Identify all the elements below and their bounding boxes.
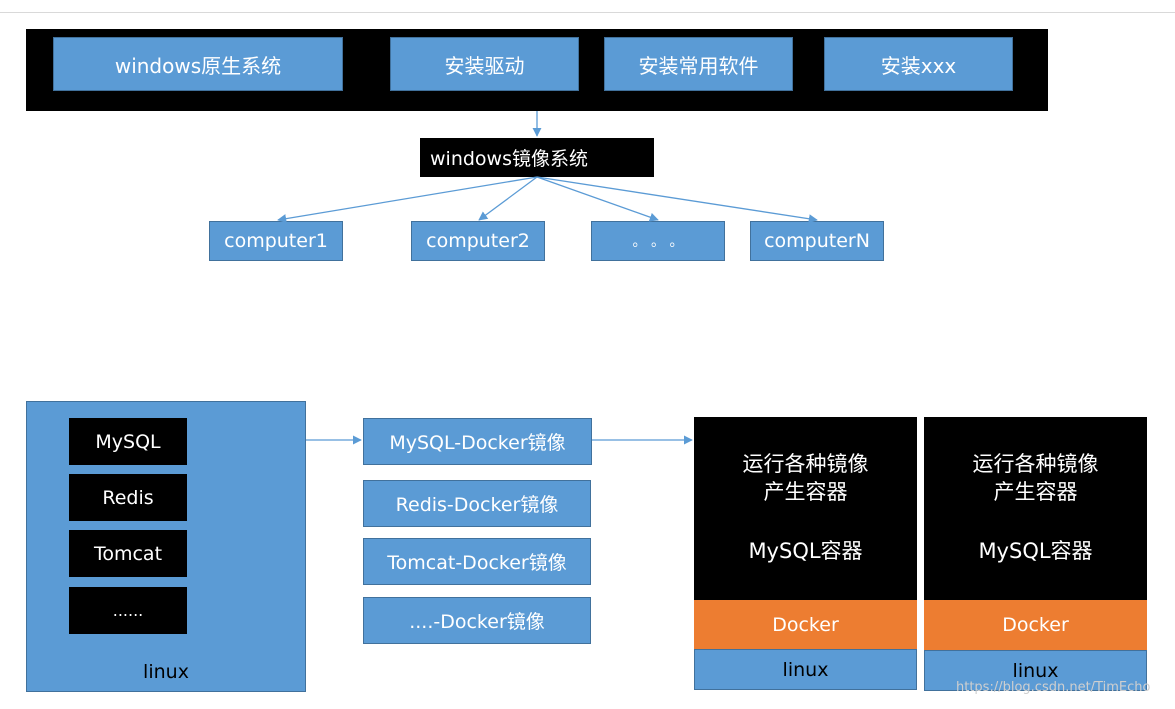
image-more-docker: ....-Docker镜像	[363, 597, 591, 644]
host2-linux-layer: linux	[924, 650, 1147, 691]
image-mysql-docker-label: MySQL-Docker镜像	[389, 432, 566, 454]
host1-linux-label: linux	[782, 658, 829, 681]
app-tomcat-label: Tomcat	[93, 542, 163, 565]
host2-container-label: MySQL容器	[978, 539, 1093, 563]
arrow-image-to-ellipsis	[536, 176, 659, 222]
arrow-image-to-computern	[536, 176, 818, 224]
computer-box-1: computer1	[209, 221, 343, 261]
host2-container-area	[924, 417, 1147, 600]
box-install-xxx: 安装xxx	[824, 37, 1013, 91]
image-tomcat-docker-label: Tomcat-Docker镜像	[387, 552, 567, 574]
box-windows-native-label: windows原生系统	[114, 53, 282, 78]
windows-image-text: windows镜像系统	[430, 148, 588, 170]
app-mysql-label: MySQL	[95, 430, 161, 453]
host2-desc: 运行各种镜像 产生容器	[972, 452, 1099, 505]
image-redis-docker: Redis-Docker镜像	[363, 480, 591, 527]
host1-container-label: MySQL容器	[748, 539, 863, 563]
computer-label-n: computerN	[764, 230, 870, 252]
computer-label-1: computer1	[224, 230, 328, 252]
computer-box-ellipsis: 。 。 。	[591, 221, 725, 261]
app-tomcat: Tomcat	[69, 530, 187, 577]
arrow-image-to-computer1	[277, 176, 538, 224]
windows-image-label: windows镜像系统	[420, 138, 654, 177]
image-redis-docker-label: Redis-Docker镜像	[395, 494, 559, 516]
host2-linux-label: linux	[1012, 659, 1059, 682]
image-more-docker-label: ....-Docker镜像	[409, 611, 545, 633]
arrow-image-to-computer2	[478, 176, 538, 221]
box-install-software: 安装常用软件	[604, 37, 793, 91]
computer-label-2: computer2	[426, 230, 530, 252]
app-more-label: ......	[112, 601, 144, 620]
box-install-driver-label: 安装驱动	[444, 53, 525, 78]
box-install-xxx-label: 安装xxx	[880, 53, 957, 78]
host2-docker-label: Docker	[1002, 614, 1069, 636]
top-divider-line	[0, 12, 1175, 13]
host1-docker-layer: Docker	[694, 600, 917, 649]
linux-host-label: linux	[143, 661, 189, 683]
image-tomcat-docker: Tomcat-Docker镜像	[363, 538, 591, 585]
box-install-driver: 安装驱动	[390, 37, 579, 91]
box-install-software-label: 安装常用软件	[638, 53, 759, 78]
image-mysql-docker: MySQL-Docker镜像	[363, 418, 592, 465]
box-windows-native: windows原生系统	[53, 37, 343, 91]
host2-docker-layer: Docker	[924, 600, 1147, 650]
host1-container-area	[694, 417, 917, 600]
computer-box-2: computer2	[411, 221, 545, 261]
watermark-text: https://blog.csdn.net/TimEcho	[956, 680, 1151, 695]
computer-box-n: computerN	[750, 221, 884, 261]
host1-linux-layer: linux	[694, 649, 917, 690]
app-redis: Redis	[69, 474, 187, 521]
host1-desc: 运行各种镜像 产生容器	[742, 452, 869, 505]
computer-label-ellipsis: 。 。 。	[632, 234, 684, 250]
host1-docker-label: Docker	[772, 613, 839, 636]
app-redis-label: Redis	[102, 486, 154, 509]
app-mysql: MySQL	[69, 418, 187, 465]
app-more: ......	[69, 587, 187, 634]
